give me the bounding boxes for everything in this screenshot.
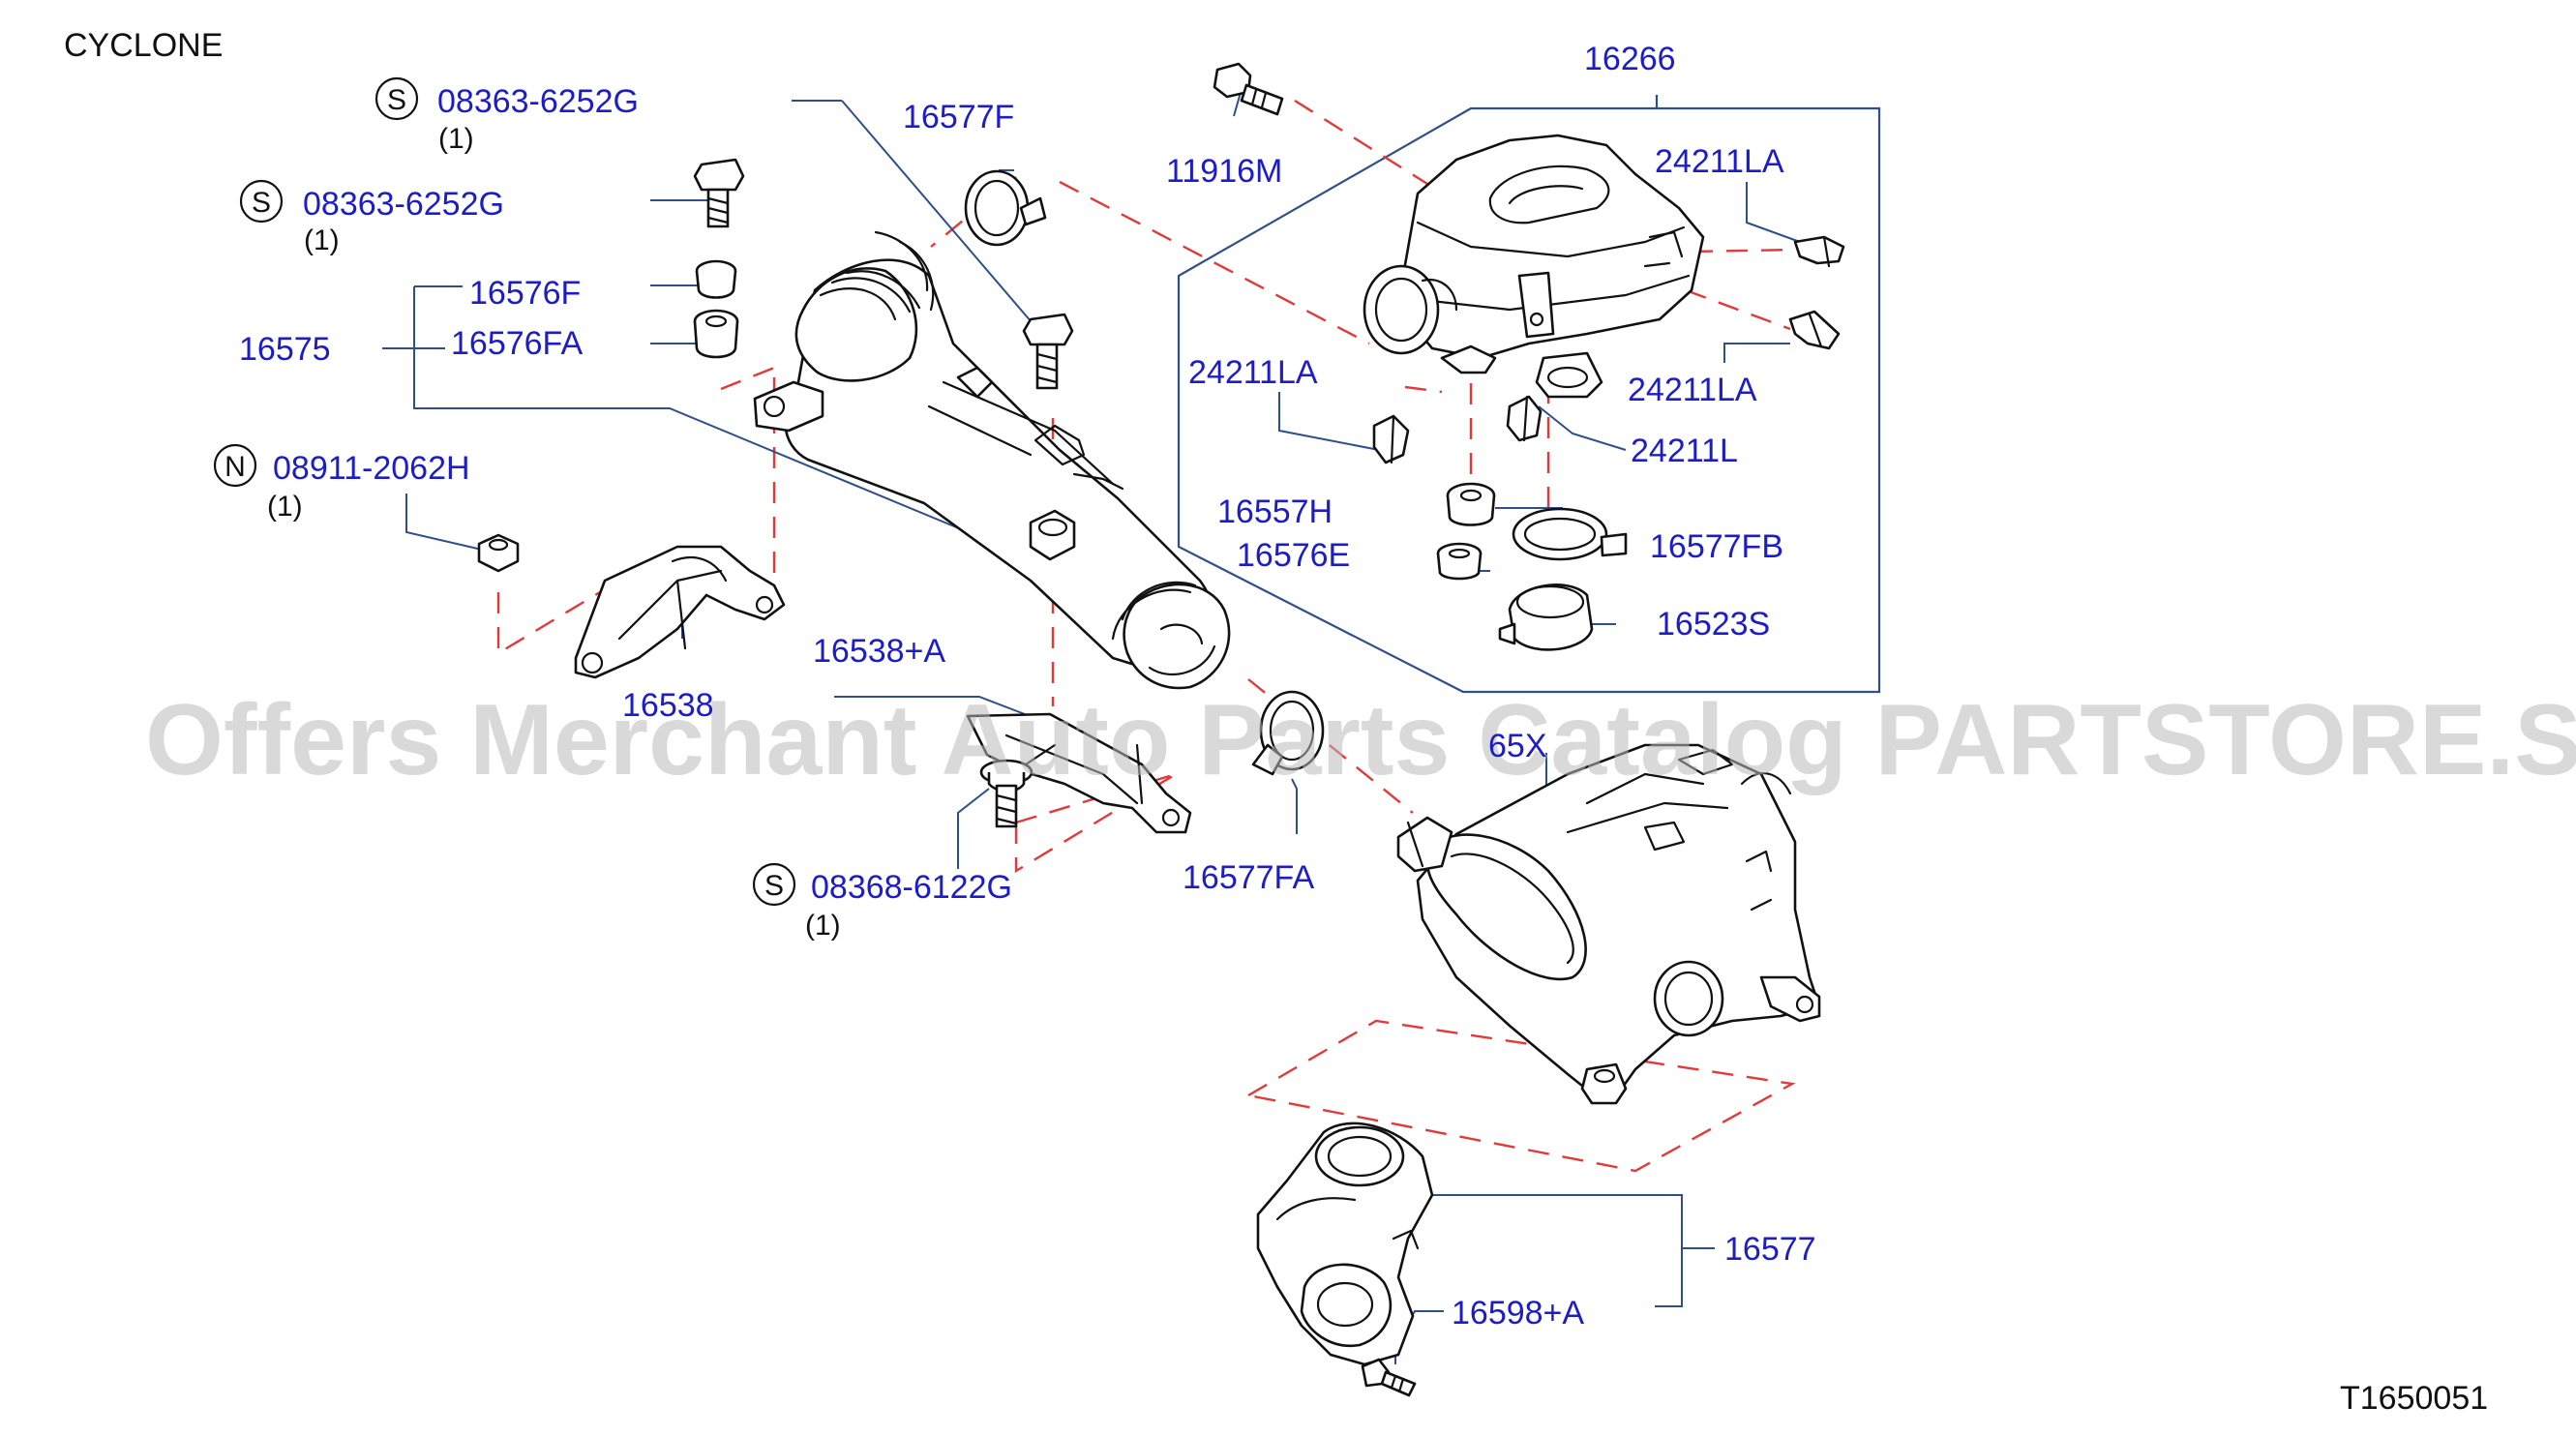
mark-circle xyxy=(213,443,257,488)
qty-08368-6122g: (1) xyxy=(805,910,841,942)
collar-16576f xyxy=(695,259,737,299)
seal-16523s xyxy=(1498,583,1594,651)
bolt-11916m xyxy=(1213,62,1284,116)
label-16576f[interactable]: 16576F xyxy=(469,275,581,312)
duct-16577 xyxy=(1256,1122,1434,1366)
bracket-16538 xyxy=(574,545,786,679)
mark-circle xyxy=(752,862,796,907)
clip-24211la-upper-right xyxy=(1793,235,1845,268)
label-08363-6252g-1[interactable]: 08363-6252G xyxy=(437,83,639,120)
label-16577fa[interactable]: 16577FA xyxy=(1183,859,1314,896)
clamp-16577f xyxy=(964,169,1047,247)
mark-s-2: S xyxy=(252,187,271,219)
label-24211la-3[interactable]: 24211LA xyxy=(1628,372,1757,408)
label-16598a[interactable]: 16598+A xyxy=(1452,1295,1584,1331)
mark-circle xyxy=(239,179,284,224)
label-16538[interactable]: 16538 xyxy=(622,687,714,724)
grommet-16576fa xyxy=(693,309,739,359)
label-24211la-1[interactable]: 24211LA xyxy=(1655,143,1784,180)
collar-16576e xyxy=(1436,542,1483,581)
screw-16598a xyxy=(1361,1358,1417,1397)
group-frame xyxy=(1177,106,1881,694)
label-11916m[interactable]: 11916M xyxy=(1166,153,1282,190)
label-08368-6122g[interactable]: 08368-6122G xyxy=(811,869,1012,906)
watermark: Offers Merchant Auto Parts Catalog PARTS… xyxy=(145,684,2576,796)
bolt-08363-upper xyxy=(693,158,745,228)
grommet-16557h xyxy=(1446,482,1496,526)
mark-circle xyxy=(374,76,419,121)
label-16266[interactable]: 16266 xyxy=(1584,41,1676,77)
clip-24211la-right xyxy=(1788,310,1841,350)
intake-duct-16575 xyxy=(753,230,1231,690)
circled-marks: S S N S xyxy=(213,76,796,907)
variant-title: CYCLONE xyxy=(64,27,223,64)
nut-08911 xyxy=(477,533,520,573)
label-16576fa[interactable]: 16576FA xyxy=(451,325,583,362)
label-24211l[interactable]: 24211L xyxy=(1631,433,1738,469)
clip-24211l xyxy=(1506,395,1543,442)
label-16575[interactable]: 16575 xyxy=(239,331,331,368)
label-16557h[interactable]: 16557H xyxy=(1217,494,1333,530)
bolt-08363-lower xyxy=(1022,313,1074,390)
air-cleaner-cover-16266 xyxy=(1363,134,1705,399)
label-08363-6252g-2[interactable]: 08363-6252G xyxy=(303,186,504,223)
mark-s-1: S xyxy=(387,84,406,116)
label-16523s[interactable]: 16523S xyxy=(1657,606,1770,643)
air-cleaner-body-65x xyxy=(1396,743,1821,1105)
label-65x[interactable]: 65X xyxy=(1488,728,1547,764)
label-16576e[interactable]: 16576E xyxy=(1237,537,1350,574)
figure-code: T1650051 xyxy=(2340,1380,2488,1417)
phantom-lines xyxy=(496,99,1796,1173)
label-16577f[interactable]: 16577F xyxy=(903,99,1014,135)
qty-08911-2062h: (1) xyxy=(267,491,303,523)
mark-s-3: S xyxy=(764,870,784,902)
clip-24211la-left xyxy=(1372,414,1410,464)
clamp-16577fb xyxy=(1512,507,1628,561)
qty-08363-6252g-2: (1) xyxy=(304,224,340,256)
clamp-16577fa xyxy=(1251,690,1325,776)
label-24211la-2[interactable]: 24211LA xyxy=(1188,354,1318,391)
label-08911-2062h[interactable]: 08911-2062H xyxy=(273,450,470,487)
mark-n: N xyxy=(225,451,246,483)
label-16577[interactable]: 16577 xyxy=(1724,1231,1816,1268)
labels: CYCLONE 08363-6252G (1) 08363-6252G (1) … xyxy=(64,27,2488,1417)
qty-08363-6252g-1: (1) xyxy=(438,123,474,155)
bolt-08368 xyxy=(979,759,1033,828)
label-16538a[interactable]: 16538+A xyxy=(813,633,945,670)
label-16577fb[interactable]: 16577FB xyxy=(1650,528,1783,565)
